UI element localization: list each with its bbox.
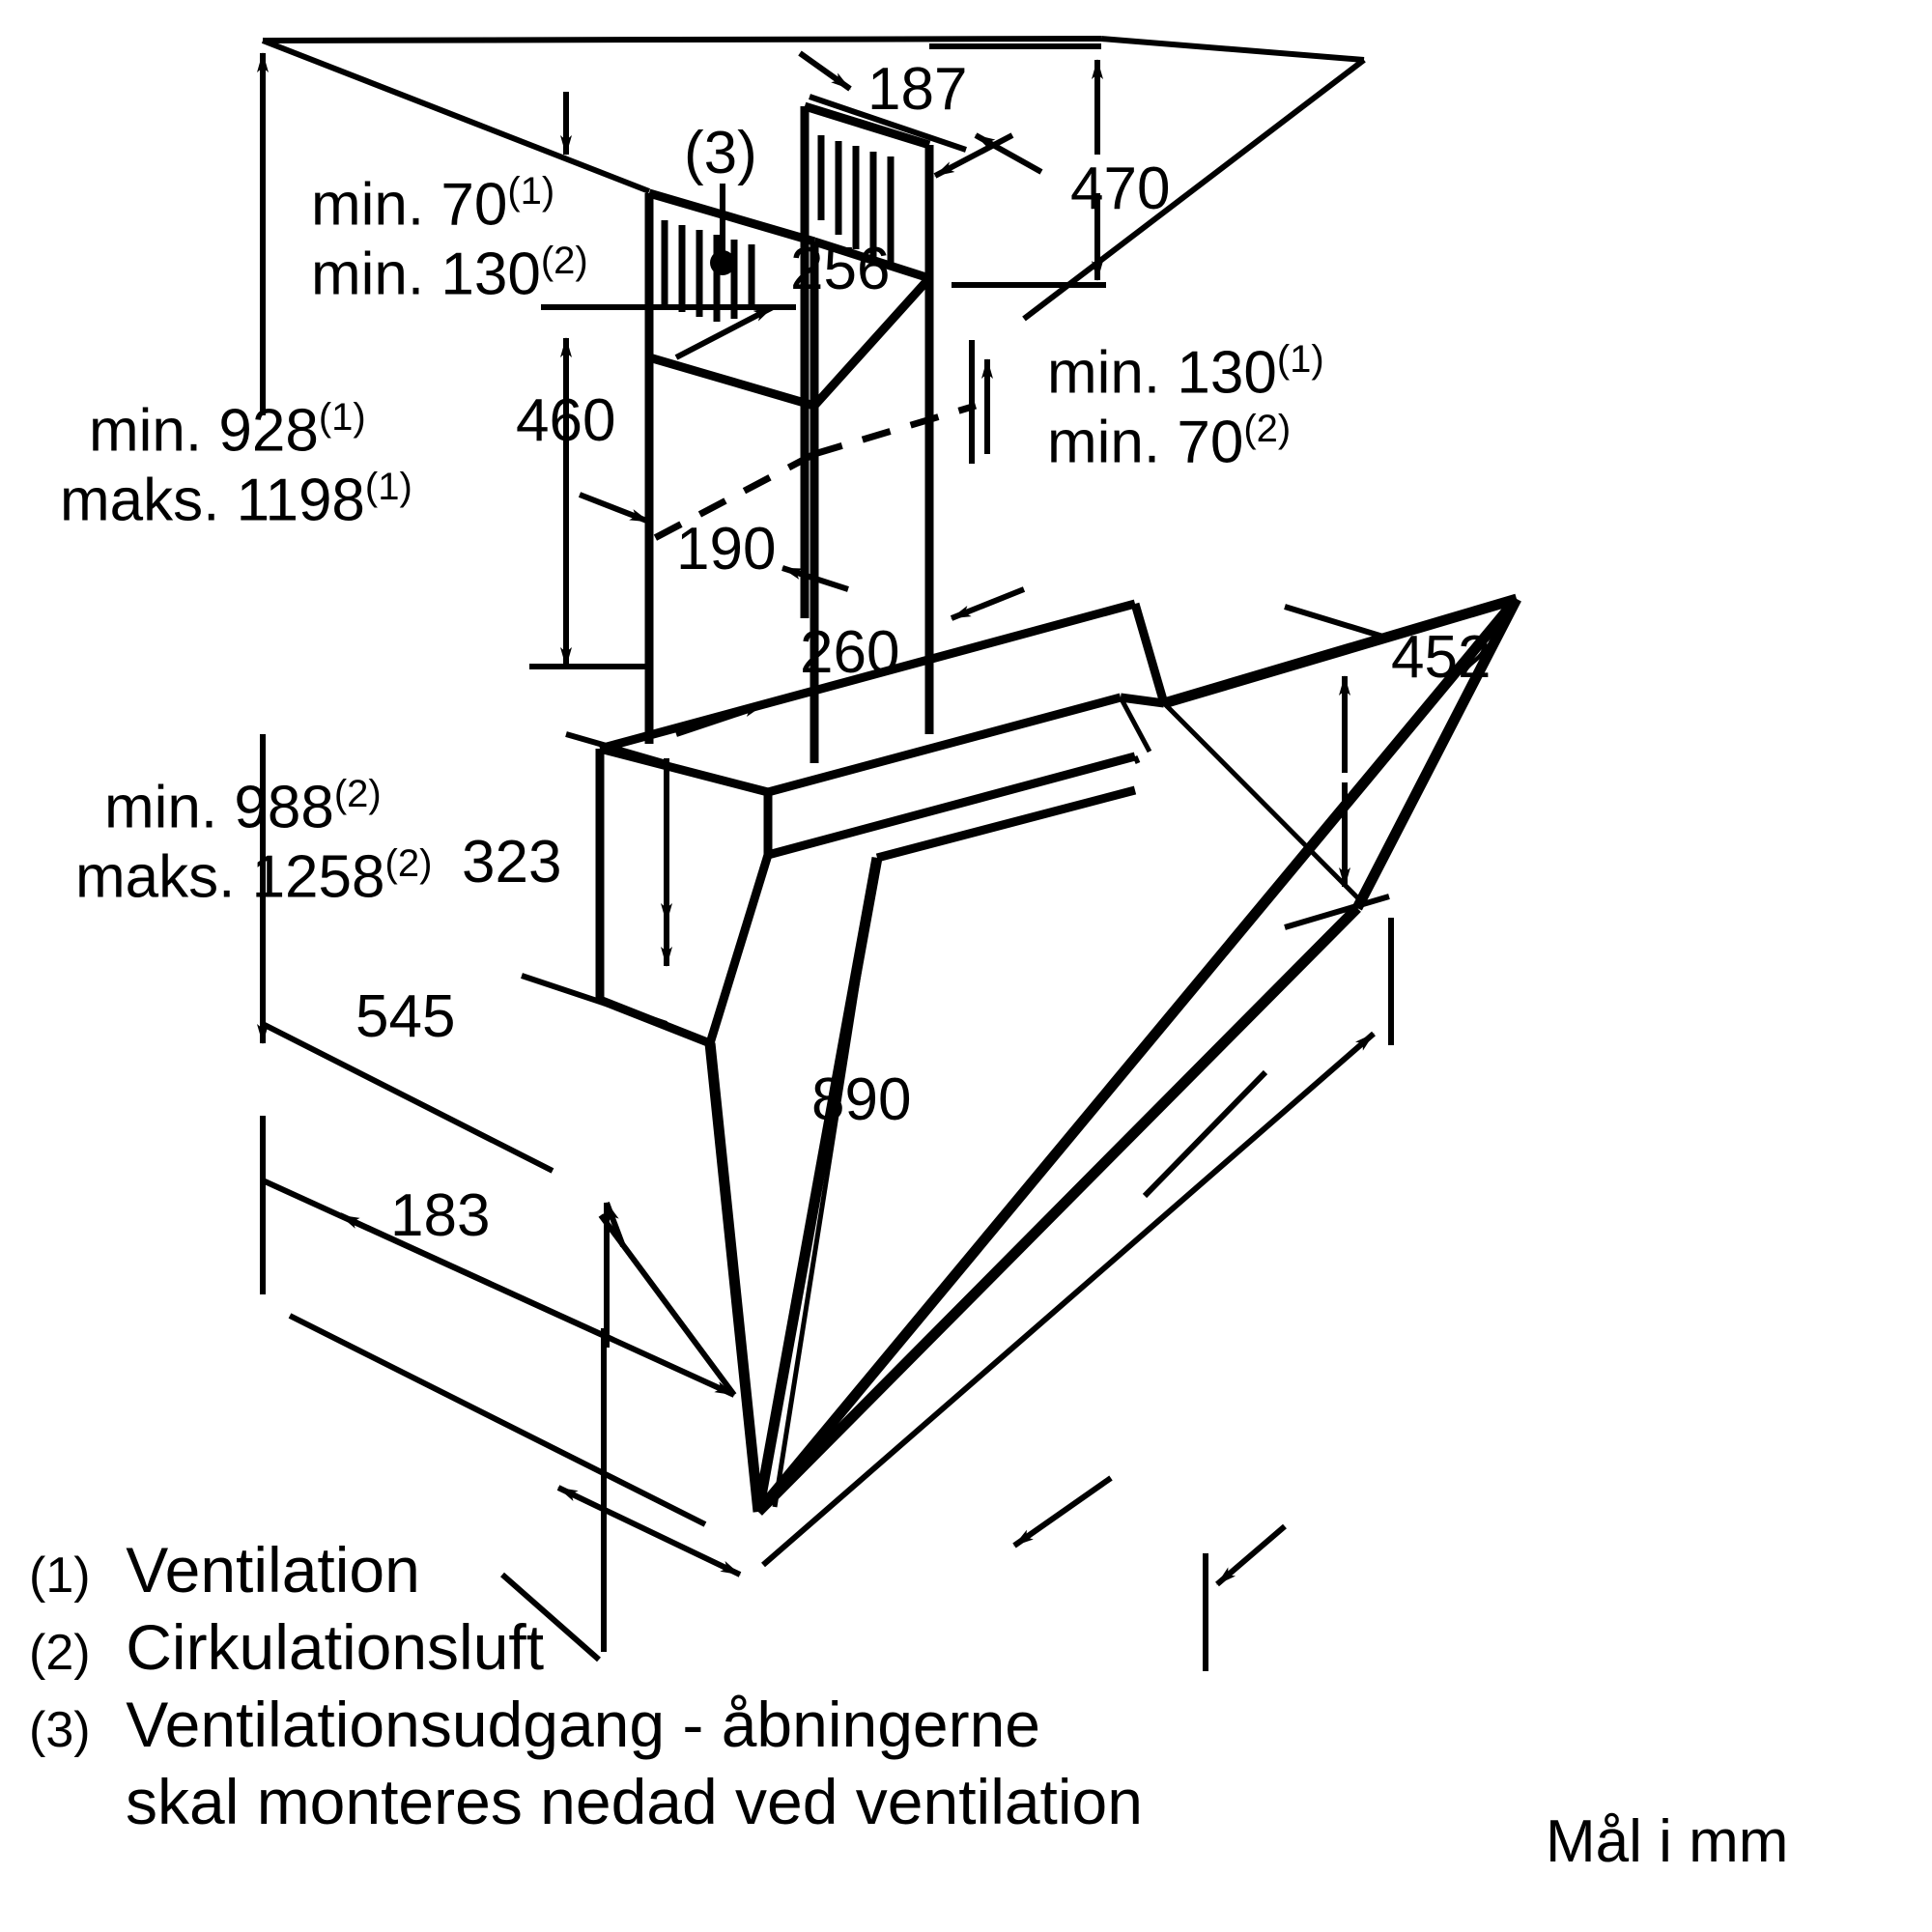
ceiling-ref-diag — [261, 38, 651, 194]
dim-right-clearance-recirc: min. 70(2) — [1047, 408, 1292, 476]
outlet-reference-label: (3) — [684, 120, 757, 186]
dim-glass-height-452: 452 — [1391, 624, 1492, 691]
dim-183-ext — [500, 1572, 601, 1662]
canopy-top-back — [598, 599, 1137, 753]
body-top-left-corner — [598, 744, 770, 797]
dim-323-ext-top — [565, 731, 668, 766]
glass-bottom-left-edge — [754, 904, 1361, 1516]
legend-item-3-line2: skal monteres nedad ved ventilation — [126, 1766, 1143, 1837]
ceiling-ref-line — [262, 36, 1102, 43]
dim-190-leader-top — [578, 492, 651, 525]
dim-outlet-height-470: 470 — [1070, 156, 1171, 222]
dim-323-ext-bot — [521, 973, 668, 1027]
dim-190-leader-bottom — [781, 565, 849, 592]
glass-thin-2 — [772, 857, 880, 1508]
dim-890-line — [761, 1031, 1376, 1568]
chimney-louvers — [661, 135, 895, 322]
legend-item-3: (3) Ventilationsudgang - åbningerne — [29, 1689, 1041, 1760]
dim-height-min-vent: min. 928(1) — [89, 396, 366, 465]
dim-chimney-depth-260: 260 — [800, 619, 900, 686]
dim-890-ext-c — [1142, 1069, 1268, 1199]
glass-top-edge — [1162, 593, 1519, 709]
dim-452-ext-bot — [1284, 894, 1390, 930]
dim-height-max-vent: maks. 1198(1) — [60, 466, 412, 534]
dim-top-clearance-recirc: min. 130(2) — [311, 240, 588, 308]
chimney-top-right-edge — [810, 274, 933, 410]
dim-front-ref-arrow — [604, 1201, 626, 1248]
outlet-box-top — [803, 101, 931, 150]
dim-452-ext-top — [1284, 604, 1387, 640]
canopy-fascia-left-end — [705, 853, 773, 1045]
glass-front-bottom-edge — [704, 1042, 764, 1513]
dim-left-ext-top — [261, 1021, 554, 1174]
hood-body — [595, 599, 1169, 1048]
legend-item-2: (2) Cirkulationsluft — [29, 1611, 545, 1683]
hidden-chimney-back-left — [647, 450, 816, 545]
glass-thin-3 — [1118, 696, 1152, 753]
glass-panel — [704, 593, 1521, 1516]
canopy-fascia-top — [766, 752, 1137, 860]
dim-260-leader-b — [950, 586, 1026, 621]
canopy-fascia-lower — [875, 785, 1137, 863]
dim-chimney-upper-460: 460 — [516, 387, 616, 454]
dim-chimney-lower-190: 190 — [676, 516, 777, 582]
dim-height-min-recirc: min. 988(2) — [104, 773, 382, 841]
dim-right-clearance-vent: min. 130(1) — [1047, 338, 1324, 407]
dim-187-leader-b — [974, 132, 1043, 175]
glass-thin-fold-a — [1132, 755, 1141, 764]
canopy-right-cap — [1130, 602, 1169, 705]
dim-left-ext-bot — [261, 1178, 611, 1341]
chimney-top-left-edge — [647, 353, 816, 411]
unit-caption: Mål i mm — [1546, 1808, 1789, 1875]
chimney-outlet-top-edge — [647, 188, 816, 246]
canopy-right-step — [1120, 693, 1165, 708]
glass-right-edge — [1352, 596, 1521, 911]
dim-outlet-width-187: 187 — [867, 56, 968, 123]
dim-hood-width-890: 890 — [811, 1066, 912, 1133]
dim-187-ext-a — [809, 94, 967, 153]
dim-body-height-323: 323 — [462, 829, 562, 895]
dim-183-line — [556, 1485, 742, 1577]
glass-lower-left-edge — [753, 857, 883, 1513]
dim-260-leader-a — [675, 702, 764, 737]
ceiling-ref-diag-right — [1100, 36, 1365, 63]
dim-height-max-recirc: maks. 1258(2) — [75, 842, 433, 911]
dim-top-clearance-vent: min. 70(1) — [311, 170, 555, 239]
canopy-top-front — [766, 693, 1122, 797]
legend-item-1: (1) Ventilation — [29, 1534, 420, 1605]
dim-545-ext-a — [288, 1313, 707, 1527]
outlet-box-inner-diag — [812, 237, 931, 283]
outlet-center-dot — [710, 250, 735, 275]
dim-right-gap-diag — [1022, 57, 1366, 322]
glass-panel-thin-edges — [772, 696, 1362, 1508]
dim-body-front-depth-183: 183 — [390, 1182, 491, 1249]
hidden-edges — [647, 402, 978, 545]
dim-body-depth-545: 545 — [355, 983, 456, 1050]
glass-thin-1 — [1162, 701, 1362, 902]
legend-leader-1 — [1012, 1475, 1113, 1548]
glass-inner-fold — [753, 595, 1521, 1516]
hidden-chimney-back-right — [812, 402, 978, 458]
dimension-lines — [257, 36, 1394, 1671]
dim-187-leader-a — [798, 50, 852, 92]
dim-256-leader-b — [933, 132, 1014, 179]
dim-chimney-width-256: 256 — [790, 236, 891, 302]
dim-256-leader-a — [674, 304, 775, 360]
legend-leader-2 — [1215, 1523, 1287, 1587]
